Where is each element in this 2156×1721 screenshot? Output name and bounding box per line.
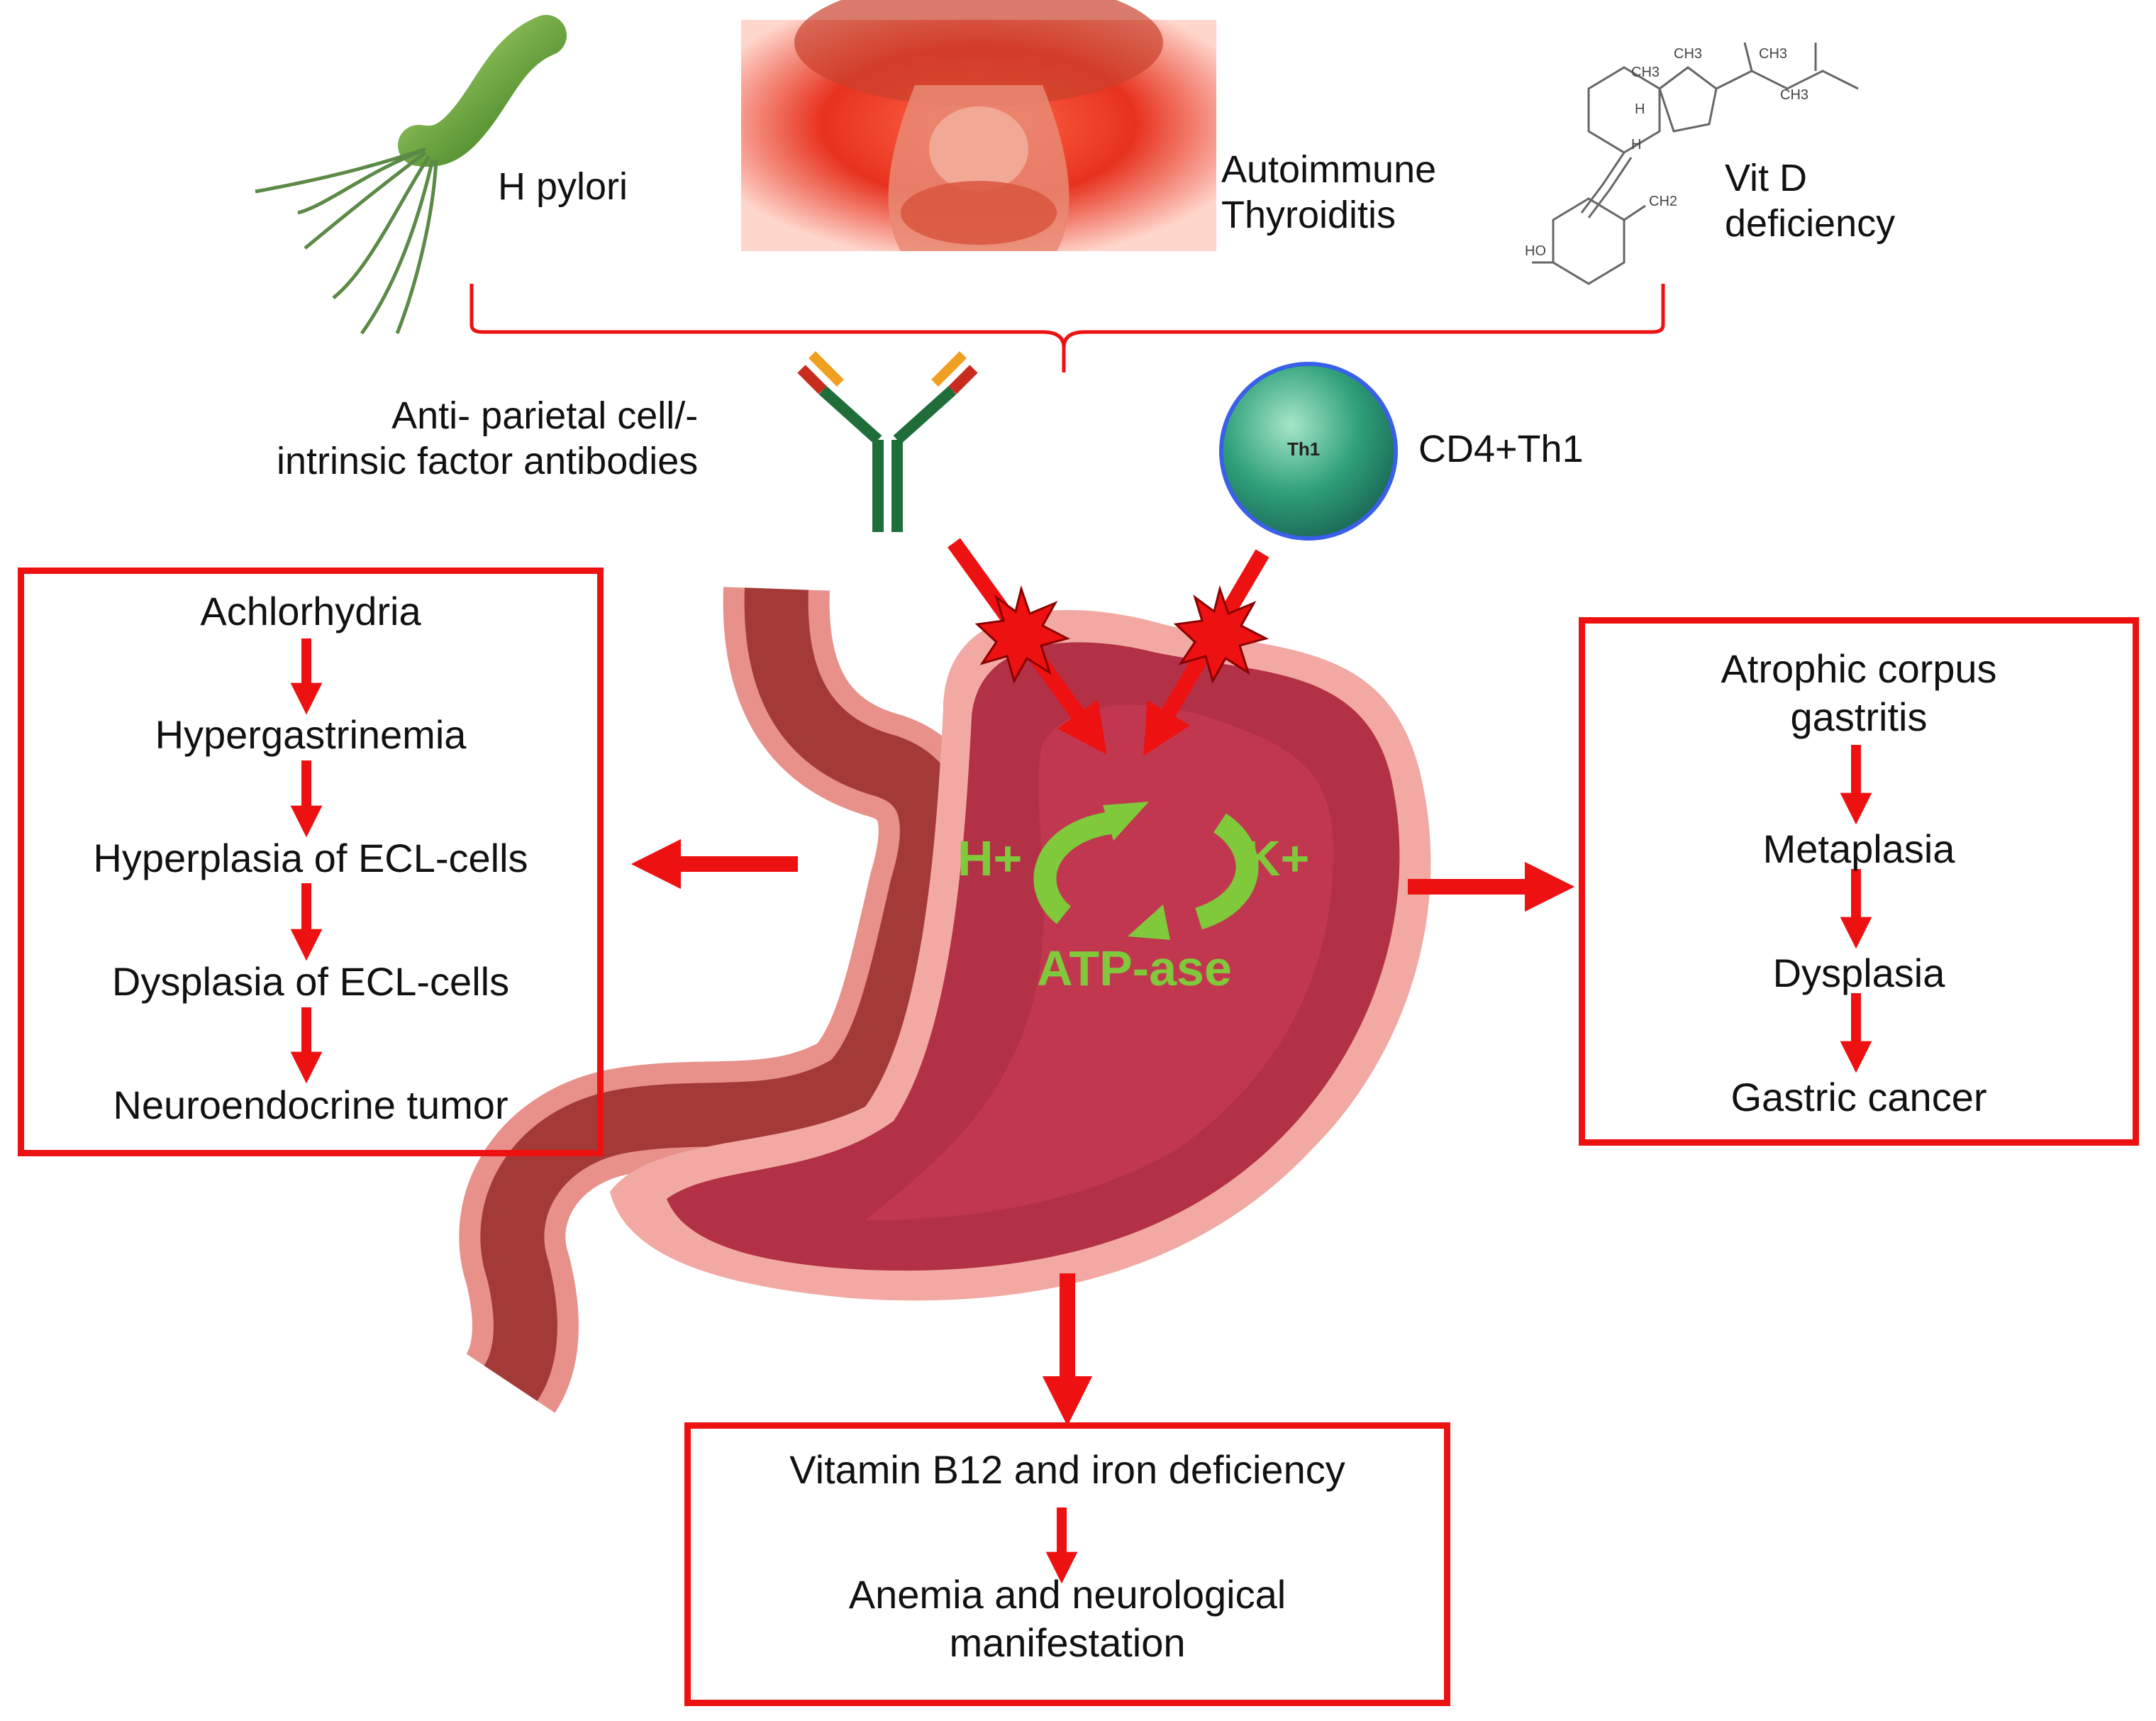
thyroiditis-label: Autoimmune Thyroiditis (1221, 148, 1436, 238)
cascade-step: Dysplasia of ECL-cells (111, 959, 510, 1004)
explosion-icon (974, 585, 1071, 684)
cycle-arrowhead (1103, 802, 1149, 841)
cascade-step-line: gastritis (1790, 695, 1928, 740)
cascade-step: Atrophic corpus gastritis (1585, 645, 2133, 742)
bottom-cascade-box: Vitamin B12 and iron deficiency Anemia a… (684, 1422, 1450, 1706)
chem-label: H (1631, 137, 1641, 153)
vit-d-label: Vit D deficiency (1725, 156, 1895, 246)
chem-label: CH3 (1759, 46, 1787, 62)
cascade-step-line: Atrophic corpus (1721, 646, 1997, 691)
chem-label: CH3 (1780, 87, 1808, 103)
cascade-step: Anemia and neurological manifestation (691, 1571, 1444, 1668)
chem-label: H (1635, 101, 1645, 117)
thyroiditis-line: Autoimmune (1221, 148, 1437, 191)
h-pylori-label: H pylori (498, 165, 628, 208)
cascade-step: Metaplasia (1762, 826, 1955, 871)
chem-label: CH2 (1649, 194, 1677, 209)
antibodies-label: Anti- parietal cell/- intrinsic factor a… (277, 394, 698, 484)
proton-pump-cycle-icon (1033, 812, 1259, 930)
cascade-step: Hypergastrinemia (155, 712, 467, 757)
antibody-icon (797, 351, 978, 532)
k-plus-label: K+ (1245, 831, 1310, 886)
cascade-step-line: manifestation (949, 1620, 1186, 1666)
th1-cell-icon (1219, 362, 1398, 541)
cycle-arrowhead (1128, 904, 1170, 940)
cascade-step: Dysplasia (1772, 951, 1945, 995)
cd4-th1-label: CD4+Th1 (1418, 428, 1584, 470)
cascade-step: Neuroendocrine tumor (113, 1083, 509, 1127)
cascade-step: Hyperplasia of ECL-cells (93, 836, 528, 880)
thyroid-throat-image (741, 0, 1216, 251)
vit-d-line: Vit D (1725, 157, 1808, 199)
h-pylori-bacterium-icon (255, 15, 567, 335)
h-plus-label: H+ (957, 831, 1023, 886)
grouping-brace (469, 284, 1665, 372)
thyroiditis-line: Thyroiditis (1221, 193, 1396, 236)
cascade-step: Gastric cancer (1730, 1075, 1987, 1119)
chem-label: CH3 (1674, 46, 1702, 62)
right-cascade-box: Atrophic corpus gastritis Metaplasia Dys… (1579, 617, 2139, 1146)
cascade-step: Achlorhydria (200, 589, 421, 633)
antibodies-line: intrinsic factor antibodies (277, 439, 699, 482)
vitamin-d-structure-icon (1532, 42, 1859, 285)
left-cascade-box: Achlorhydria Hypergastrinemia Hyperplasi… (18, 568, 604, 1156)
cascade-step: Vitamin B12 and iron deficiency (789, 1447, 1345, 1492)
chem-label: HO (1525, 243, 1546, 259)
antibodies-line: Anti- parietal cell/- (391, 394, 699, 437)
vit-d-line: deficiency (1725, 201, 1896, 245)
chem-label: CH3 (1631, 65, 1660, 80)
cascade-step-line: Anemia and neurological (848, 1572, 1287, 1617)
explosion-icon (1173, 585, 1269, 684)
th1-cell-label: Th1 (1287, 438, 1321, 460)
atpase-label: ATP-ase (1037, 941, 1232, 996)
stomach-illustration (459, 587, 1431, 1413)
